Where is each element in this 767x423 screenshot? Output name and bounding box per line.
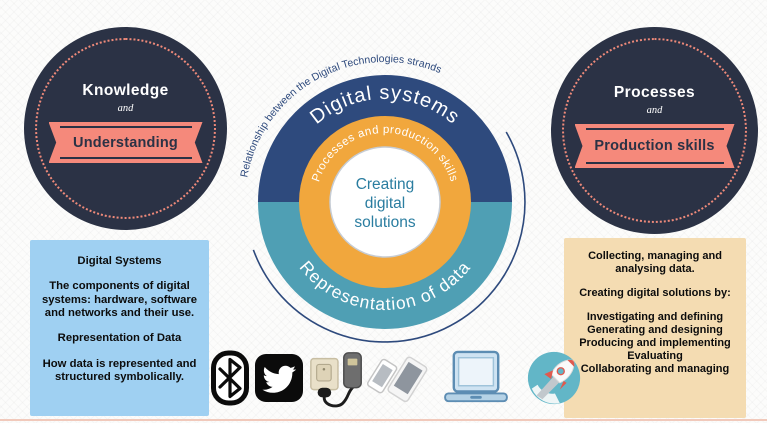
production-skills-label: Production skills bbox=[594, 138, 715, 154]
bottom-accent-line bbox=[0, 419, 767, 421]
processes-panel: Collecting, managing and analysing data.… bbox=[564, 238, 746, 418]
digital-systems-heading: Digital Systems bbox=[77, 255, 162, 267]
production-skills-ribbon: Production skills bbox=[574, 124, 735, 168]
center-line-2: digital bbox=[365, 195, 406, 212]
processes-circle: Processes and Production skills bbox=[551, 27, 758, 234]
center-line-3: solutions bbox=[354, 214, 415, 231]
technology-icons-row bbox=[210, 346, 583, 410]
charger-icon bbox=[310, 352, 362, 408]
processes-connector: and bbox=[646, 105, 663, 116]
knowledge-panel: Digital Systems The components of digita… bbox=[30, 240, 209, 416]
knowledge-circle: Knowledge and Understanding bbox=[24, 27, 227, 230]
mobile-devices-icon bbox=[366, 356, 428, 403]
understanding-ribbon: Understanding bbox=[48, 122, 203, 163]
process-steps-list: Investigating and defining Generating an… bbox=[572, 311, 738, 376]
center-core bbox=[329, 146, 441, 258]
list-item: Investigating and defining bbox=[586, 310, 724, 323]
list-item: Producing and implementing bbox=[579, 336, 731, 349]
list-item: Evaluating bbox=[627, 349, 683, 362]
knowledge-connector: and bbox=[117, 103, 134, 114]
rocket-icon bbox=[527, 351, 581, 405]
creating-solutions-text: Creating digital solutions by: bbox=[579, 286, 731, 299]
strands-relationship-diagram: Relationship between the Digital Technol… bbox=[238, 53, 526, 343]
representation-heading: Representation of Data bbox=[57, 332, 182, 345]
understanding-label: Understanding bbox=[73, 134, 178, 151]
laptop-icon bbox=[444, 350, 508, 403]
list-item: Generating and designing bbox=[587, 323, 723, 336]
twitter-icon bbox=[255, 354, 303, 402]
center-line-1: Creating bbox=[356, 176, 415, 193]
knowledge-title: Knowledge bbox=[82, 82, 169, 99]
representation-body: How data is represented and structured s… bbox=[42, 357, 197, 383]
list-item: Collaborating and managing bbox=[580, 362, 730, 375]
collecting-data-text: Collecting, managing and analysing data. bbox=[588, 250, 722, 275]
outer-arc-line bbox=[252, 131, 526, 343]
processes-title: Processes bbox=[613, 84, 696, 101]
digital-systems-body: The components of digital systems: hardw… bbox=[41, 280, 198, 319]
bluetooth-icon bbox=[211, 350, 249, 406]
